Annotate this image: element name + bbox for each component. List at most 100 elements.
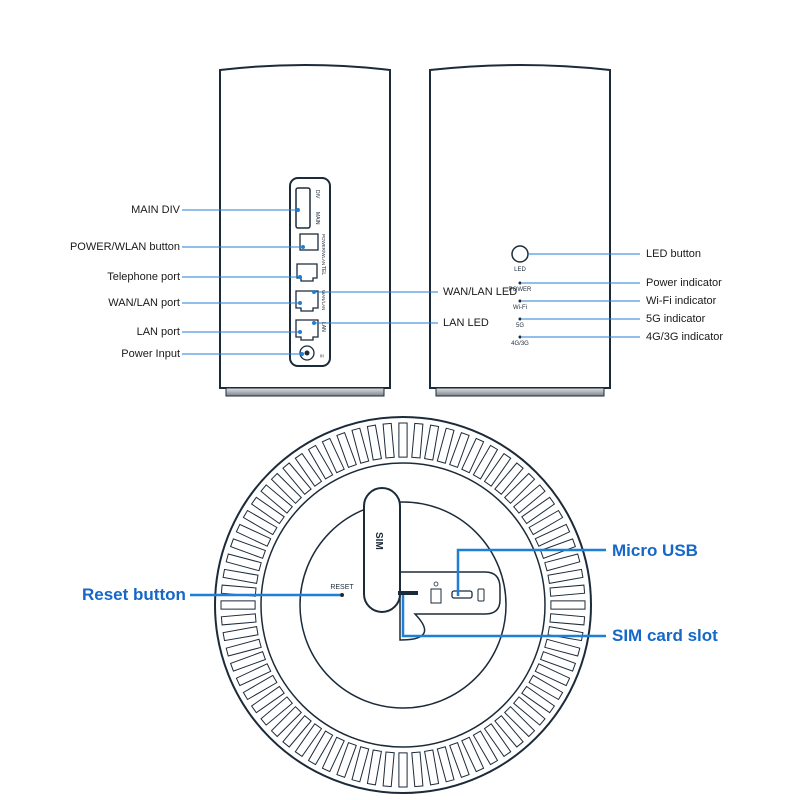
panel-text-lan: LAN [320,322,326,332]
reset-button-shape [340,593,344,597]
lan-port-shape [295,319,319,341]
panel-text-wan-lan: WAN/LAN [321,290,326,310]
vent-slot [307,730,334,766]
vent-slot [235,523,272,547]
vent-slot [225,553,262,572]
vent-slot [424,424,440,461]
vent-slot [351,746,370,783]
vent-slot [549,613,586,626]
vent-slot [229,651,267,672]
vent-slot [242,674,278,701]
vent-slot [512,696,546,726]
label-power-input: Power Input [121,348,180,360]
label-power-wlan-button: POWER/WLAN button [69,241,180,253]
vent-slot [550,600,586,610]
label-5g-indicator: 5G indicator [646,313,706,325]
vent-slot [336,431,357,469]
panel-text-main: MAIN [314,212,320,225]
vent-slot [282,714,312,748]
panel-text-led: LED [514,267,526,273]
main-div-antenna [295,187,311,229]
panel-text-sim: SIM [373,532,384,550]
vent-slot [528,674,564,701]
vent-slot [307,444,334,480]
vent-slot [544,553,581,572]
vent-slot [449,741,470,779]
vent-slot [449,431,470,469]
wan-lan-port-shape [295,290,319,312]
callout-lines [182,208,640,356]
vent-slot [436,746,455,783]
vent-slot [222,568,259,584]
vent-slot [282,462,312,496]
vent-slot [483,452,512,487]
vent-slot [382,422,395,459]
vent-slot [512,484,546,514]
vent-slot [521,685,556,714]
vent-slot [411,751,424,788]
label-reset-button: Reset button [82,585,186,604]
vent-slot [260,484,294,514]
label-micro-usb: Micro USB [612,541,698,560]
vent-slot [336,741,357,779]
vent-slot [398,422,408,458]
vent-slot [270,472,303,505]
panel-text-4g: 4G/3G [511,341,529,347]
label-wan-lan-led: WAN/LAN LED [443,286,518,298]
back-view-device: ≡ [219,64,391,397]
sim-card-slot-shape [398,591,418,595]
panel-text-wifi: Wi-Fi [513,305,527,311]
label-4g3g-indicator: 4G/3G indicator [646,331,724,343]
vent-slot [225,638,262,657]
power-indicator-dot [518,281,522,285]
fiveg-indicator-dot [518,317,522,321]
vent-slot [321,437,345,474]
led-button-shape [511,245,529,263]
panel-text-tel: TEL [320,266,326,275]
vent-slot [424,749,440,786]
vent-slot [366,424,382,461]
vent-slot [461,437,485,474]
front-view-device [429,64,611,397]
vent-slot [436,427,455,464]
vent-slot [534,523,571,547]
vent-slot [549,584,586,597]
vent-slot [539,538,577,559]
vent-slot [235,663,272,687]
label-wifi-indicator: Wi-Fi indicator [646,295,717,307]
label-telephone-port: Telephone port [107,271,180,283]
vent-slot [528,509,564,536]
vent-slot [472,730,499,766]
vent-slot [250,685,285,714]
vent-slot [539,651,577,672]
vent-slot [382,751,395,788]
panel-text-power-wlan: POWER/WLAN [321,234,326,265]
wifi-indicator-dot [518,299,522,303]
micro-usb-shape [451,590,473,599]
vent-slot [260,696,294,726]
vent-slot [472,444,499,480]
vent-slot [411,422,424,459]
vent-slot [220,613,257,626]
vent-slot [534,663,571,687]
svg-text:≡: ≡ [318,354,324,358]
label-led-button: LED button [646,248,702,260]
vent-slot [220,600,256,610]
vent-slot [222,626,259,642]
vent-slot [270,705,303,738]
vent-slot [321,736,345,773]
vent-slot [250,496,285,525]
vent-slot [547,568,584,584]
vent-slot [366,749,382,786]
label-sim-card-slot: SIM card slot [612,626,718,645]
vent-slot [503,705,536,738]
panel-text-5g: 5G [516,323,524,329]
vent-slot [521,496,556,525]
vent-ring [220,422,586,788]
vent-slot [483,723,512,758]
vent-slot [294,723,323,758]
vent-slot [461,736,485,773]
callout-lines-bottom [190,548,606,638]
label-main-div: MAIN DIV [131,204,180,216]
